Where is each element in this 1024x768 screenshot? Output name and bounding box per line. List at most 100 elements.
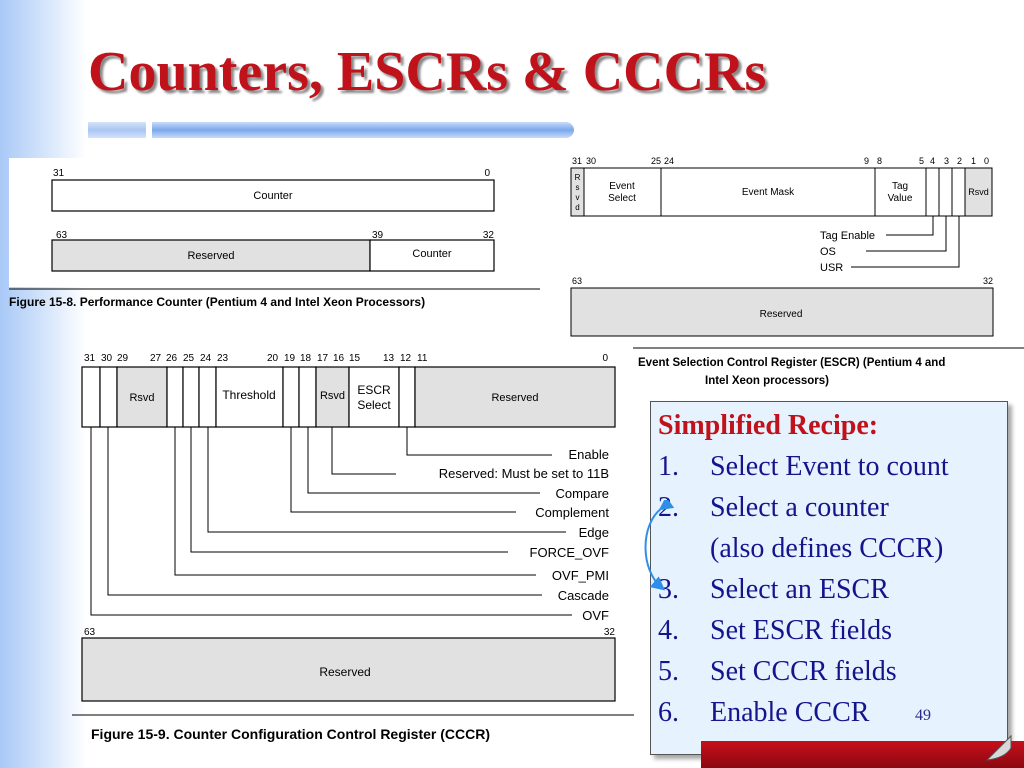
bit-label: 16 [333,353,345,364]
bit-label: 9 [864,156,869,166]
event-mask-label: Event Mask [742,187,795,198]
footer-red-bar [701,741,1024,768]
step-number: 4. [658,615,679,646]
compare-bit [298,366,317,428]
figure-caption: Figure 15-9. Counter Configuration Contr… [91,726,490,742]
enable-bit [398,366,416,428]
bit-label: 30 [101,353,113,364]
bit-label: 26 [166,353,178,364]
cccr-figure: 31 30 29 27 26 25 24 23 20 19 18 17 16 1… [72,353,634,742]
reserved-field [414,366,616,428]
bit-label: 31 [53,168,65,179]
event-mask-field [660,167,876,217]
reserved-low-field [81,637,616,702]
simplified-recipe-box: Simplified Recipe: 1. Select Event to co… [650,401,1008,755]
step-text: Select Event to count [710,451,949,482]
counter-label: Counter [412,248,451,260]
escr-leader-lines [851,216,960,268]
step-text: Enable CCCR [710,697,870,728]
bit-label: 63 [572,276,582,286]
edge-label: Edge [579,525,609,540]
bit-label: 25 [183,353,195,364]
counter-label: Counter [253,190,292,202]
bit-label: 29 [117,353,129,364]
bit-label: 25 [651,156,661,166]
bit-label: 30 [586,156,596,166]
caption-line1: Event Selection Control Register (ESCR) … [638,357,945,369]
tag-enable-label: Tag Enable [820,230,875,242]
slide-title: Counters, ESCRs & CCCRs [88,41,767,103]
reserved-must-be-11b-label: Reserved: Must be set to 11B [439,466,609,481]
letter: v [576,193,580,202]
bit-label: 39 [372,230,384,241]
link-arrow-icon [644,500,674,591]
escr-select-line2: Select [357,398,391,412]
ovf-pmi-bit [166,366,184,428]
rsvd-field-1 [116,366,168,428]
rsvd-label: Rsvd [320,390,345,402]
left-gradient-strip [0,0,86,768]
escr-top-bit-labels: 31 30 25 24 9 8 5 4 3 2 1 0 [572,156,989,166]
bit-label: 18 [300,353,312,364]
bit-label: 24 [664,156,674,166]
force-ovf-bit [182,366,200,428]
ovf-pmi-label: OVF_PMI [552,568,609,583]
bit-label: 0 [484,168,490,179]
letter: d [575,203,579,212]
step-text: Set ESCR fields [710,615,893,646]
step-number: 6. [658,697,679,728]
os-label: OS [820,246,836,258]
escr-select-line1: ESCR [357,383,391,397]
step-number: 5. [658,656,679,687]
bit-label: 5 [919,156,924,166]
bit-label: 20 [267,353,279,364]
letter: s [576,183,580,192]
event-select-field [583,167,662,217]
bit-label: 8 [877,156,882,166]
bit-label: 63 [56,230,68,241]
event-select-line2: Select [608,193,636,204]
compare-label: Compare [556,486,609,501]
cascade-label: Cascade [558,588,609,603]
bit-label: 32 [483,230,495,241]
bit-label: 31 [572,156,582,166]
bit-label: 63 [84,627,96,638]
step-text: Select an ESCR [710,574,889,605]
edge-bit [198,366,217,428]
page-curl-icon [985,734,1012,761]
cccr-leader-lines [90,427,572,616]
complement-bit [282,366,300,428]
reserved-label: Reserved [491,392,538,404]
bit-label: 19 [284,353,296,364]
complement-label: Complement [535,505,609,520]
bit-label: 31 [84,353,96,364]
cccr-register-fields [81,366,616,428]
tag-value-field [874,167,927,217]
reserved-high-field [570,287,994,337]
usr-bit [951,167,966,217]
performance-counter-figure: 31 0 Counter 63 39 32 Reserved Counter F… [9,158,540,309]
title-underline-short [88,122,146,138]
threshold-label: Threshold [222,388,275,402]
step-number: 1. [658,451,679,482]
escr-select-field [348,366,400,428]
bit-label: 32 [604,627,616,638]
recipe-heading: Simplified Recipe: [658,410,879,441]
cccr-leader-labels: Enable Reserved: Must be set to 11B Comp… [439,447,610,623]
letter: R [575,173,581,182]
bit-label: 27 [150,353,162,364]
bit-label: 12 [400,353,412,364]
step-text: Select a counter [710,492,889,523]
cccr-top-bit-labels: 31 30 29 27 26 25 24 23 20 19 18 17 16 1… [84,353,608,364]
event-select-line1: Event [609,181,635,192]
slide-number: 49 [915,707,931,724]
bit-label: 32 [983,276,993,286]
ovf-bit [81,366,101,428]
os-bit [938,167,953,217]
bit-label: 0 [602,353,608,364]
figure-caption: Figure 15-8. Performance Counter (Pentiu… [9,295,425,309]
bit-label: 3 [944,156,949,166]
bit-label: 17 [317,353,329,364]
enable-label: Enable [569,447,609,462]
title-underline-long [152,122,574,138]
